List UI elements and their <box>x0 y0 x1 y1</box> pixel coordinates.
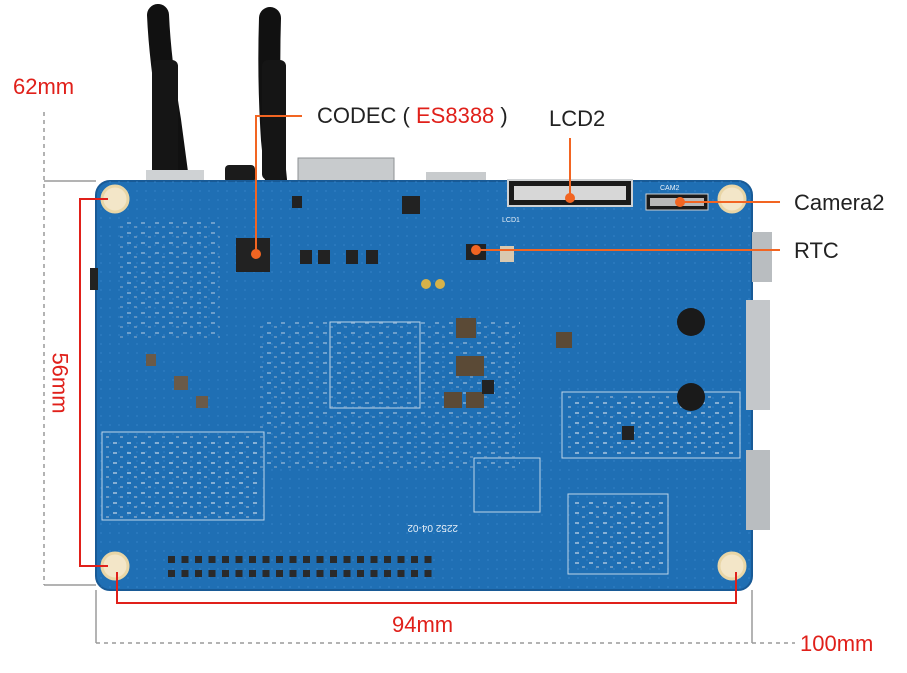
header-pin <box>330 570 337 577</box>
header-pin <box>276 556 283 563</box>
codec-chip-name: ES8388 <box>416 103 495 128</box>
header-pin <box>384 556 391 563</box>
header-pin <box>411 570 418 577</box>
header-pin <box>262 570 270 577</box>
header-pin <box>289 556 297 563</box>
codec-prefix: CODEC ( <box>317 103 416 128</box>
header-pin <box>397 556 405 563</box>
header-pin <box>303 556 310 563</box>
silkscreen-cam-ref: CAM2 <box>660 185 680 192</box>
mounting-holes <box>100 184 747 581</box>
header-pin <box>343 570 351 577</box>
header-pin <box>208 556 216 563</box>
header-pin <box>262 556 270 563</box>
header-pin <box>303 570 310 577</box>
header-pin <box>316 570 324 577</box>
components <box>146 196 705 440</box>
header-pin <box>357 556 364 563</box>
header-pin <box>424 570 432 577</box>
hole-vertical-dimension: 56mm <box>47 352 73 414</box>
header-pin <box>235 556 243 563</box>
rtc-callout-label: RTC <box>794 238 839 263</box>
antenna-cables <box>147 4 287 191</box>
header-pin <box>343 556 351 563</box>
header-pin <box>357 570 364 577</box>
header-pin <box>181 570 189 577</box>
header-pin <box>235 570 243 577</box>
header-pin <box>222 556 229 563</box>
board-width-dimension: 100mm <box>800 631 874 656</box>
silkscreen-date-code: 2252 04-02 <box>407 522 458 533</box>
codec-suffix: ) <box>494 103 508 128</box>
codec-callout-line <box>255 115 302 254</box>
header-pin <box>208 570 216 577</box>
header-pin <box>370 570 378 577</box>
header-pin <box>249 570 256 577</box>
header-pin <box>249 556 256 563</box>
header-pin <box>316 556 324 563</box>
silkscreen-lcd-ref: LCD1 <box>502 217 520 224</box>
codec-callout-label: CODEC ( ES8388 ) <box>317 103 508 129</box>
header-pin <box>195 556 202 563</box>
header-pin <box>181 556 189 563</box>
lcd-callout-label: LCD2 <box>549 106 606 131</box>
header-pin <box>370 556 378 563</box>
header-pin <box>168 570 175 577</box>
header-pin <box>424 556 432 563</box>
hole-horizontal-dimension: 94mm <box>392 612 454 637</box>
header-pin <box>222 570 229 577</box>
header-pin <box>411 556 418 563</box>
header-pin <box>276 570 283 577</box>
callout-lines <box>255 115 780 254</box>
right-edge-ports <box>90 232 772 530</box>
header-pin <box>168 556 175 563</box>
board-height-dimension: 62mm <box>13 74 75 99</box>
gpio-header-pins <box>168 556 432 577</box>
header-pin <box>330 556 337 563</box>
header-pin <box>195 570 202 577</box>
header-pin <box>289 570 297 577</box>
camera-callout-label: Camera2 <box>794 190 885 215</box>
header-pin <box>384 570 391 577</box>
dimension-lines <box>43 112 795 644</box>
header-pin <box>397 570 405 577</box>
